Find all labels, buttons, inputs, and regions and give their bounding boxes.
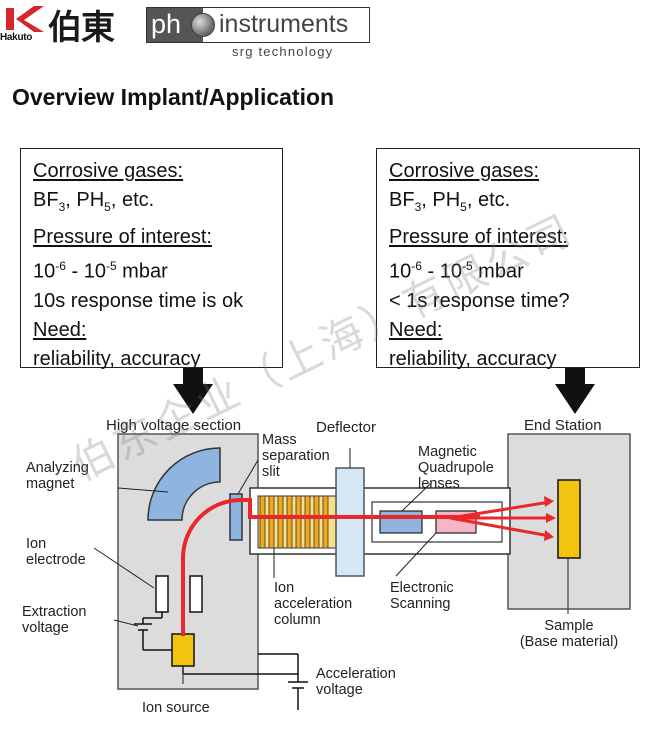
ph-instruments-logo: ph instruments [146,7,372,45]
electronic-scanning-label: Electronic Scanning [390,580,454,612]
pressure-label: Pressure of interest: [389,225,568,248]
right-down-arrow-icon [555,368,595,414]
response-time: < 1s response time? [389,289,570,312]
instruments-wordmark: instruments [219,10,349,38]
ion-source-label: Ion source [142,700,210,716]
magnetic-quadrupole-label: Magnetic Quadrupole lenses [418,444,494,492]
srg-technology-tagline: srg technology [232,44,334,59]
extraction-voltage-label: Extraction voltage [22,604,87,636]
ion-electrode-left [155,575,169,613]
right-requirements-box: Corrosive gases: BF3, PH5, etc. Pressure… [376,148,640,370]
hakuto-logo: Hakuto 伯東 [0,2,140,48]
ph-sphere-icon [191,13,215,37]
need-value: reliability, accuracy [389,348,557,371]
need-label: Need: [33,319,87,342]
acceleration-circuit [182,653,308,710]
ion-acceleration-column-label: Ion acceleration column [274,580,353,628]
gases-list: BF3, PH5, etc. [33,189,155,215]
deflector [335,467,365,577]
acceleration-voltage-label: Acceleration voltage [316,666,396,698]
implanter-schematic [93,368,631,710]
left-requirements-box: Corrosive gases: BF3, PH5, etc. Pressure… [20,148,283,370]
need-value: reliability, accuracy [33,348,201,371]
corrosive-gases-label: Corrosive gases: [389,160,540,182]
page-title: Overview Implant/Application [12,84,335,110]
quadrupole-lens [379,510,423,534]
hakuto-japanese-name: 伯東 [48,8,115,48]
ion-beam [181,498,480,636]
end-station-label: End Station [524,417,602,434]
pressure-label: Pressure of interest: [33,225,212,248]
left-down-arrow-icon [173,368,213,414]
hakuto-k-icon [6,6,44,32]
corrosive-gases-label: Corrosive gases: [33,160,184,182]
ph-logo-badge: ph instruments [146,7,370,43]
ion-implanter-diagram: High voltage section End Station Deflect… [0,368,660,729]
mass-separation-slit [229,493,243,541]
need-label: Need: [389,319,443,342]
hakuto-name: Hakuto [0,32,33,43]
ph-mark: ph [151,9,182,39]
response-time: 10s response time is ok [33,289,244,312]
extraction-circuit [134,612,172,651]
gases-list: BF3, PH5, etc. [389,189,511,215]
pressure-range: 10-6 - 10-5 mbar [389,258,524,283]
analyzing-magnet [147,447,221,521]
deflector-label: Deflector [316,419,377,436]
analyzing-magnet-label: Analyzing magnet [26,460,89,492]
ion-electrode-label: Ion electrode [26,536,86,568]
high-voltage-section-label: High voltage section [106,417,242,434]
ion-source-block [171,633,195,667]
sample-label: Sample (Base material) [519,618,619,650]
sample-target [557,479,581,559]
acceleration-column [257,495,337,549]
mass-separation-slit-label: Mass separation slit [262,432,330,480]
ion-electrode-right [189,575,203,613]
pressure-range: 10-6 - 10-5 mbar [33,258,168,283]
